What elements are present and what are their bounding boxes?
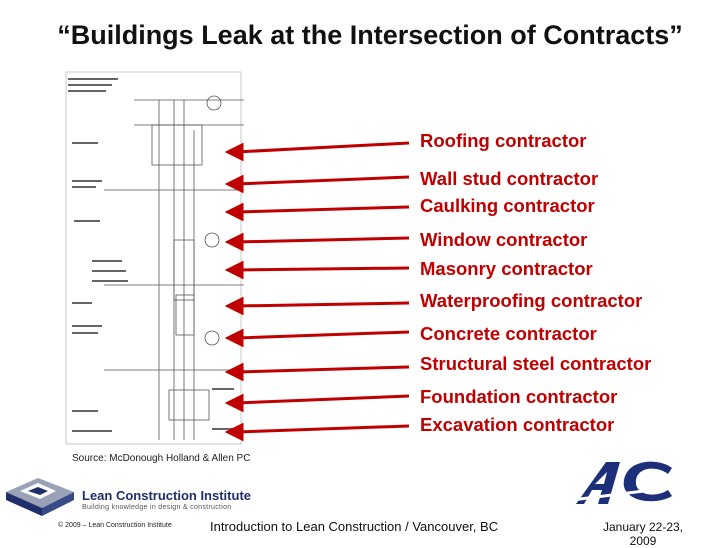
source-credit: Source: McDonough Holland & Allen PC (72, 453, 251, 464)
contractor-label-window: Window contractor (420, 229, 588, 250)
contractor-label-foundation: Foundation contractor (420, 386, 618, 407)
contractor-label-concrete: Concrete contractor (420, 323, 597, 344)
contractor-labels: Roofing contractor Wall stud contractor … (420, 70, 680, 450)
ac-logo-icon (576, 461, 672, 504)
footer-copyright: © 2009 – Lean Construction Institute (58, 522, 172, 529)
lci-cube-logo-icon (6, 478, 74, 516)
contractor-label-structural-steel: Structural steel contractor (420, 353, 652, 374)
slide-title: “Buildings Leak at the Intersection of C… (57, 20, 683, 50)
contractor-label-excavation: Excavation contractor (420, 414, 615, 435)
wall-section-drawing (65, 71, 410, 445)
footer-presentation-title: Introduction to Lean Construction / Vanc… (210, 519, 499, 534)
contractor-label-wall-stud: Wall stud contractor (420, 168, 599, 189)
lci-name: Lean Construction Institute (82, 488, 251, 503)
wall-section-figure: Roofing contractor Wall stud contractor … (64, 70, 678, 450)
contractor-label-masonry: Masonry contractor (420, 258, 593, 279)
lci-tagline: Building knowledge in design & construct… (82, 504, 232, 511)
contractor-label-waterproofing: Waterproofing contractor (420, 290, 643, 311)
contractor-label-caulking: Caulking contractor (420, 195, 595, 216)
footer-date: January 22-23, 2009 (602, 520, 684, 548)
contractor-label-roofing: Roofing contractor (420, 130, 587, 151)
